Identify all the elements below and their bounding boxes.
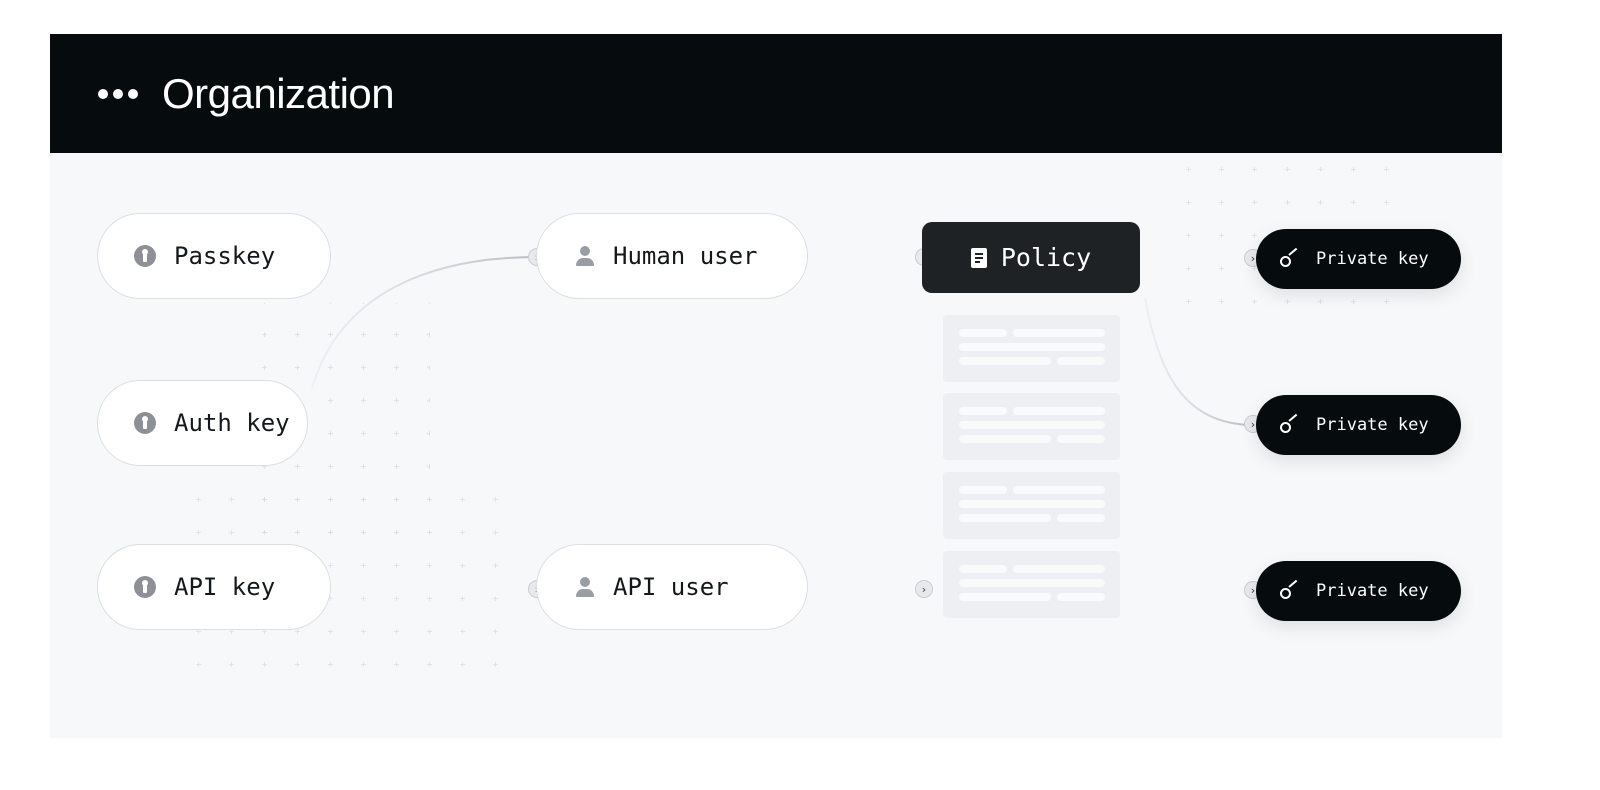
document-icon <box>970 247 987 268</box>
passkey-node[interactable]: Passkey <box>97 213 331 299</box>
key-icon <box>1280 583 1302 599</box>
api-key-node[interactable]: API key <box>97 544 331 630</box>
auth-key-node[interactable]: Auth key <box>97 380 308 466</box>
wire-authkey-human <box>311 256 539 389</box>
page-title: Organization <box>162 69 395 117</box>
policy-placeholder-card <box>943 393 1120 460</box>
api-key-label: API key <box>174 573 276 601</box>
organization-diagram: Organization <box>50 34 1502 738</box>
human-user-node[interactable]: Human user <box>536 213 808 299</box>
private-key-node-1[interactable]: Private key <box>1256 229 1461 289</box>
header-bar: Organization <box>50 34 1502 153</box>
policy-placeholder-card <box>943 551 1120 618</box>
private-key-node-2[interactable]: Private key <box>1256 395 1461 455</box>
wire-policy-pk2 <box>1144 297 1251 426</box>
info-icon <box>134 245 156 267</box>
diagram-canvas: Passkey Auth key API key › Human user › … <box>50 153 1502 738</box>
human-user-label: Human user <box>613 242 758 270</box>
passkey-label: Passkey <box>174 242 276 270</box>
user-icon <box>575 575 595 599</box>
more-dots-icon[interactable] <box>98 88 138 99</box>
key-icon <box>1280 251 1302 267</box>
private-key-node-3[interactable]: Private key <box>1256 561 1461 621</box>
policy-node[interactable]: Policy <box>922 222 1140 293</box>
wires <box>311 256 1251 592</box>
policy-stack-input-port: › <box>915 580 933 598</box>
policy-label: Policy <box>1000 243 1092 272</box>
info-icon <box>134 576 156 598</box>
api-user-node[interactable]: API user <box>536 544 808 630</box>
info-icon <box>134 412 156 434</box>
key-icon <box>1280 417 1302 433</box>
private-key-label: Private key <box>1316 415 1429 435</box>
policy-placeholder-card <box>943 315 1120 382</box>
policy-placeholder-card <box>943 472 1120 539</box>
private-key-label: Private key <box>1316 581 1429 601</box>
user-icon <box>575 244 595 268</box>
auth-key-label: Auth key <box>174 409 290 437</box>
private-key-label: Private key <box>1316 249 1429 269</box>
api-user-label: API user <box>613 573 729 601</box>
